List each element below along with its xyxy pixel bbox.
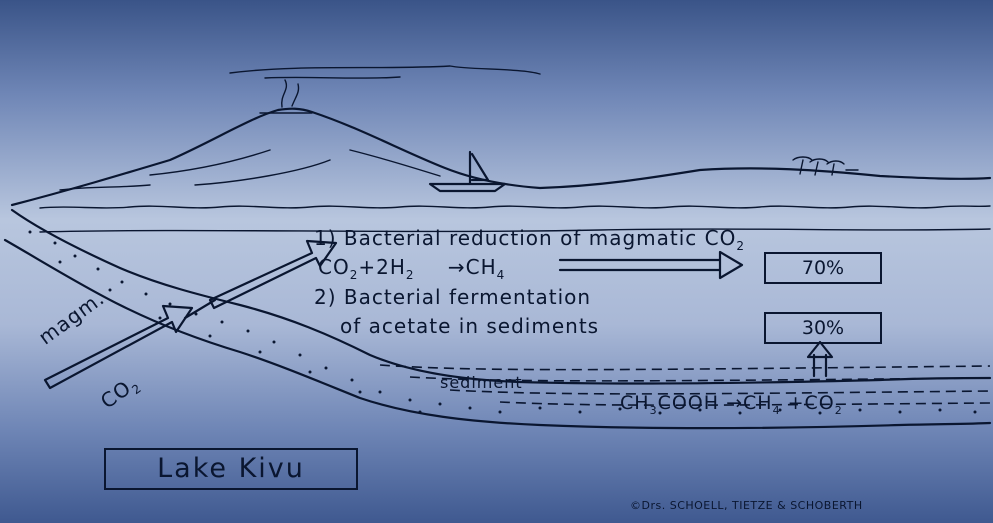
cloud-line bbox=[230, 66, 540, 74]
smoke-icon bbox=[282, 80, 299, 107]
equation-1: CO2+2H2 →CH4 bbox=[318, 255, 505, 282]
credit-text: ©Drs. SCHOELL, TIETZE & SCHOBERTH bbox=[630, 499, 863, 512]
boat-icon bbox=[430, 184, 505, 191]
reaction-arrow-icon bbox=[560, 252, 742, 278]
shoreline-hills bbox=[12, 109, 990, 205]
arrow-connector bbox=[185, 300, 215, 318]
process-1-text: 1) Bacterial reduction of magmatic CO2 bbox=[314, 226, 745, 253]
volcano-slopes bbox=[150, 150, 440, 185]
lake-surface bbox=[40, 206, 990, 208]
sediment-label: sediment bbox=[440, 373, 523, 392]
cloud-line-2 bbox=[265, 77, 400, 78]
process-2-line-1: 2) Bacterial fermentation bbox=[314, 285, 591, 309]
process-2-line-2: of acetate in sediments bbox=[340, 314, 599, 338]
percent-70-box: 70% bbox=[764, 252, 882, 284]
upward-arrow-icon bbox=[808, 342, 832, 376]
percent-30-box: 30% bbox=[764, 312, 882, 344]
sediment-layer-1 bbox=[380, 365, 990, 370]
equation-2: CH3COOH →CH4 +CO2 bbox=[620, 392, 843, 417]
lake-kivu-title: Lake Kivu bbox=[104, 448, 358, 490]
